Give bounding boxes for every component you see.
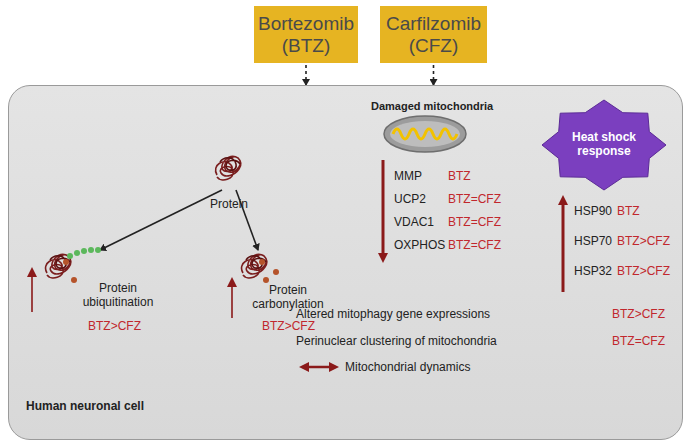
marker-label: MMP xyxy=(394,170,422,184)
drug-box: Bortezomib (BTZ) xyxy=(254,6,358,63)
marker-label: HSP90 xyxy=(574,205,612,219)
comparison-label: BTZ xyxy=(617,205,640,219)
illustration-label: Protein ubiquitination xyxy=(72,282,164,310)
cell-region: Human neuronal cell Damaged mitochondriaH… xyxy=(8,85,683,440)
effect-label: Altered mitophagy gene expressions xyxy=(296,308,490,322)
comparison-label: BTZ=CFZ xyxy=(448,216,501,230)
comparison-label: BTZ>CFZ xyxy=(88,320,141,334)
comparison-label: BTZ=CFZ xyxy=(612,335,665,349)
heat-shock-star: Heat shock response xyxy=(541,99,667,191)
drug-name: Carfilzomib (CFZ) xyxy=(384,13,483,57)
comparison-label: BTZ>CFZ xyxy=(617,265,670,279)
marker-label: OXPHOS xyxy=(394,239,445,253)
drug-name: Bortezomib (BTZ) xyxy=(258,13,354,57)
comparison-label: BTZ>CFZ xyxy=(262,320,315,334)
marker-label: HSP32 xyxy=(574,265,612,279)
illustration-label: Protein xyxy=(210,198,248,212)
cell-label: Human neuronal cell xyxy=(26,399,144,413)
effect-label: Mitochondrial dynamics xyxy=(345,361,470,375)
effect-label: Perinuclear clustering of mitochondria xyxy=(296,335,497,349)
mitochondria-heading: Damaged mitochondria xyxy=(371,100,479,112)
mitochondrion-shape: Damaged mitochondria xyxy=(371,100,479,155)
marker-label: VDAC1 xyxy=(394,216,434,230)
drug-box: Carfilzomib (CFZ) xyxy=(380,6,487,63)
marker-label: UCP2 xyxy=(394,193,426,207)
heat-shock-label: Heat shock response xyxy=(567,131,641,159)
dotted-arrow xyxy=(305,65,307,85)
comparison-label: BTZ>CFZ xyxy=(612,308,665,322)
marker-label: HSP70 xyxy=(574,235,612,249)
dotted-arrow xyxy=(433,65,435,85)
comparison-label: BTZ xyxy=(448,170,471,184)
comparison-label: BTZ>CFZ xyxy=(617,235,670,249)
comparison-label: BTZ=CFZ xyxy=(448,239,501,253)
comparison-label: BTZ=CFZ xyxy=(448,193,501,207)
